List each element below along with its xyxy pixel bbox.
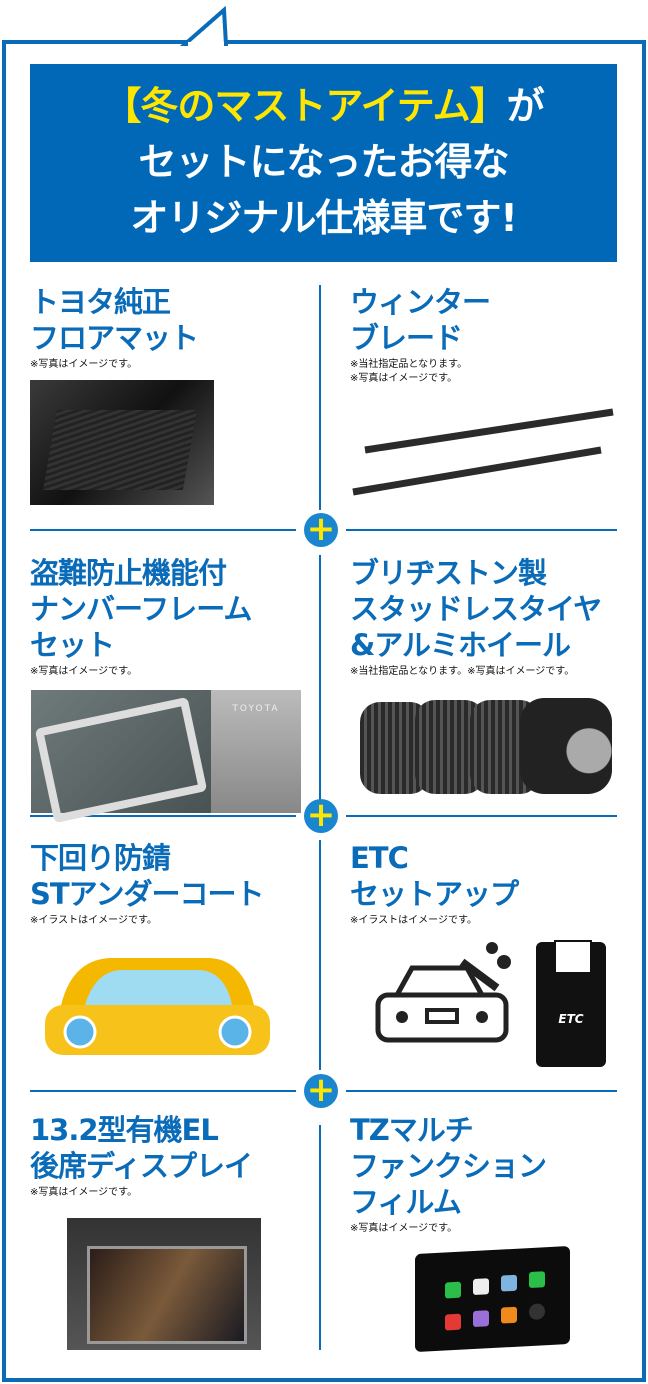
hero-line3: オリジナル仕様車です!: [130, 196, 517, 240]
car-illustration: [45, 958, 270, 1055]
rear-display-photo: [67, 1218, 261, 1350]
item-note: ※写真はイメージです。: [350, 1223, 458, 1234]
item-title: 13.2型有機EL 後席ディスプレイ: [30, 1113, 253, 1183]
divider: [319, 555, 321, 800]
divider: [346, 1090, 617, 1092]
hero-highlight: 【冬のマストアイテム】: [103, 84, 507, 128]
plus-icon: +: [304, 512, 338, 547]
item-etc-setup: ETC セットアップ ※イラストはイメージです。: [350, 840, 630, 928]
item-number-frame: 盗難防止機能付 ナンバーフレーム セット ※写真はイメージです。: [30, 555, 310, 679]
item-floor-mat: トヨタ純正 フロアマット ※写真はイメージです。: [30, 284, 310, 372]
hero-banner: 【冬のマストアイテム】が セットになったお得な オリジナル仕様車です!: [30, 64, 617, 262]
toyota-lettering: TOYOTA: [232, 704, 280, 714]
item-title: ETC セットアップ: [350, 841, 519, 911]
item-winter-blade: ウィンター ブレード ※当社指定品となります。 ※写真はイメージです。: [350, 284, 630, 386]
item-note: ※イラストはイメージです。: [350, 915, 477, 926]
wiper-blade-photo: [352, 408, 614, 496]
item-note: ※イラストはイメージです。: [30, 915, 157, 926]
item-under-coat: 下回り防錆 STアンダーコート ※イラストはイメージです。: [30, 840, 310, 928]
item-note: ※当社指定品となります。 ※写真はイメージです。: [350, 359, 468, 384]
etc-label: ETC: [558, 1012, 584, 1026]
item-note: ※当社指定品となります。※写真はイメージです。: [350, 666, 575, 677]
plus-icon: +: [304, 1073, 338, 1108]
film-display-photo: [415, 1245, 570, 1353]
etc-card-reader: ETC: [536, 940, 606, 1067]
item-multifunction-film: TZマルチ ファンクション フィルム ※写真はイメージです。: [350, 1112, 630, 1236]
number-frame-photo: TOYOTA: [31, 690, 301, 824]
divider: [319, 840, 321, 1070]
item-title: ブリヂストン製 スタッドレスタイヤ &アルミホイール: [350, 556, 602, 662]
item-note: ※写真はイメージです。: [30, 359, 138, 370]
item-title: TZマルチ ファンクション フィルム: [350, 1113, 547, 1219]
item-rear-display: 13.2型有機EL 後席ディスプレイ ※写真はイメージです。: [30, 1112, 310, 1200]
divider: [30, 529, 296, 531]
hero-line2: セットになったお得な: [138, 140, 509, 184]
speech-bubble-tail: [180, 6, 229, 46]
item-title: 盗難防止機能付 ナンバーフレーム セット: [30, 556, 252, 662]
item-note: ※写真はイメージです。: [30, 1187, 138, 1198]
item-title: トヨタ純正 フロアマット: [30, 285, 199, 355]
car-wrench-icon: [375, 942, 511, 1043]
divider: [30, 815, 296, 817]
floor-mat-photo: [30, 380, 214, 505]
studless-tire-photo: [360, 698, 612, 794]
divider: [319, 1125, 321, 1350]
divider: [30, 1090, 296, 1092]
divider: [346, 529, 617, 531]
item-studless-tire: ブリヂストン製 スタッドレスタイヤ &アルミホイール ※当社指定品となります。※…: [350, 555, 620, 679]
item-title: 下回り防錆 STアンダーコート: [30, 841, 265, 911]
hero-line1: が: [506, 84, 545, 128]
divider: [346, 815, 617, 817]
divider: [319, 285, 321, 510]
item-title: ウィンター ブレード: [350, 285, 491, 355]
item-note: ※写真はイメージです。: [30, 666, 138, 677]
speech-bubble-frame: [2, 40, 646, 1382]
plus-icon: +: [304, 798, 338, 833]
